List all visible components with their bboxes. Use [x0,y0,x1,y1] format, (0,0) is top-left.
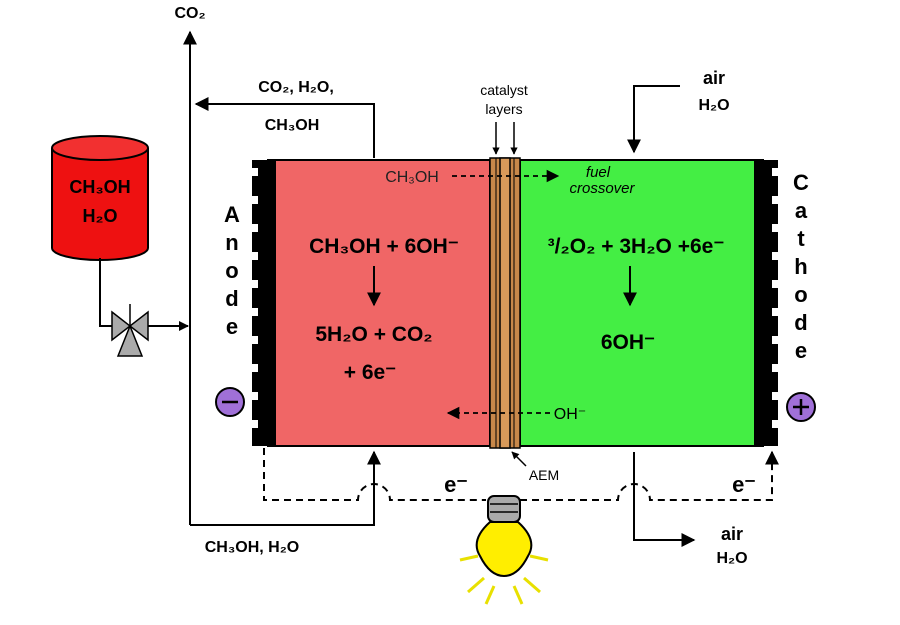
valve-icon [111,304,149,357]
anode-exhaust-pipe [194,97,375,158]
tank-label-line1: CH₃OH [69,177,130,197]
anode-reactants: CH₃OH + 6OH⁻ [309,235,459,258]
svg-text:e: e [795,338,807,363]
aem-label: AEM [529,467,559,483]
external-circuit-left [263,448,486,501]
methanol-tank [51,135,149,261]
co2-outlet-label: CO₂ [174,5,205,22]
membrane [489,157,521,449]
air-outlet-pipe [633,452,696,547]
svg-text:a: a [795,198,808,223]
svg-text:o: o [225,258,238,283]
svg-text:e: e [226,314,238,339]
anode-label: A n o d e [224,202,240,339]
crossover-label-line2: crossover [569,180,635,197]
external-circuit-right [520,450,779,501]
light-bulb-icon [459,495,549,605]
air-inlet-pipe [627,85,680,154]
air-in-label-line1: air [703,68,725,88]
crossover-species: CH₃OH [385,169,439,186]
anode-electrode [252,160,276,446]
svg-text:d: d [794,310,807,335]
air-out-label-line2: H₂O [716,550,747,567]
cathode-label: C a t h o d e [793,170,809,363]
svg-text:d: d [225,286,238,311]
catalyst-label-line2: layers [485,101,522,117]
electron-label-right: e⁻ [732,472,756,497]
anode-products-line2: + 6e⁻ [344,361,397,384]
svg-text:C: C [793,170,809,195]
cathode-electrode [754,160,778,446]
cathode-reactants: ³/₂O₂ + 3H₂O +6e⁻ [548,235,725,258]
crossover-label-line1: fuel [586,164,611,181]
electron-label-left: e⁻ [444,472,468,497]
svg-text:t: t [797,226,805,251]
plus-sign-icon [786,392,816,422]
cathode-chamber [519,159,764,447]
exhaust-label-line2: CH₃OH [265,117,320,134]
catalyst-label-line1: catalyst [480,82,528,98]
feed-pipe [99,258,188,326]
anode-feed-label: CH₃OH, H₂O [205,539,300,556]
svg-text:o: o [794,282,807,307]
svg-text:h: h [794,254,807,279]
air-in-label-line2: H₂O [698,97,729,114]
air-out-label-line1: air [721,524,743,544]
tank-label-line2: H₂O [83,206,118,226]
svg-text:A: A [224,202,240,227]
minus-sign-icon [215,387,245,417]
anode-chamber [267,159,491,447]
aem-pointer [511,451,527,467]
anode-feed-pipe [190,450,381,526]
hydroxide-label: OH⁻ [554,406,586,423]
exhaust-label-line1: CO₂, H₂O, [258,79,334,96]
svg-text:n: n [225,230,238,255]
anode-products-line1: 5H₂O + CO₂ [315,323,432,346]
cathode-products: 6OH⁻ [601,331,655,354]
